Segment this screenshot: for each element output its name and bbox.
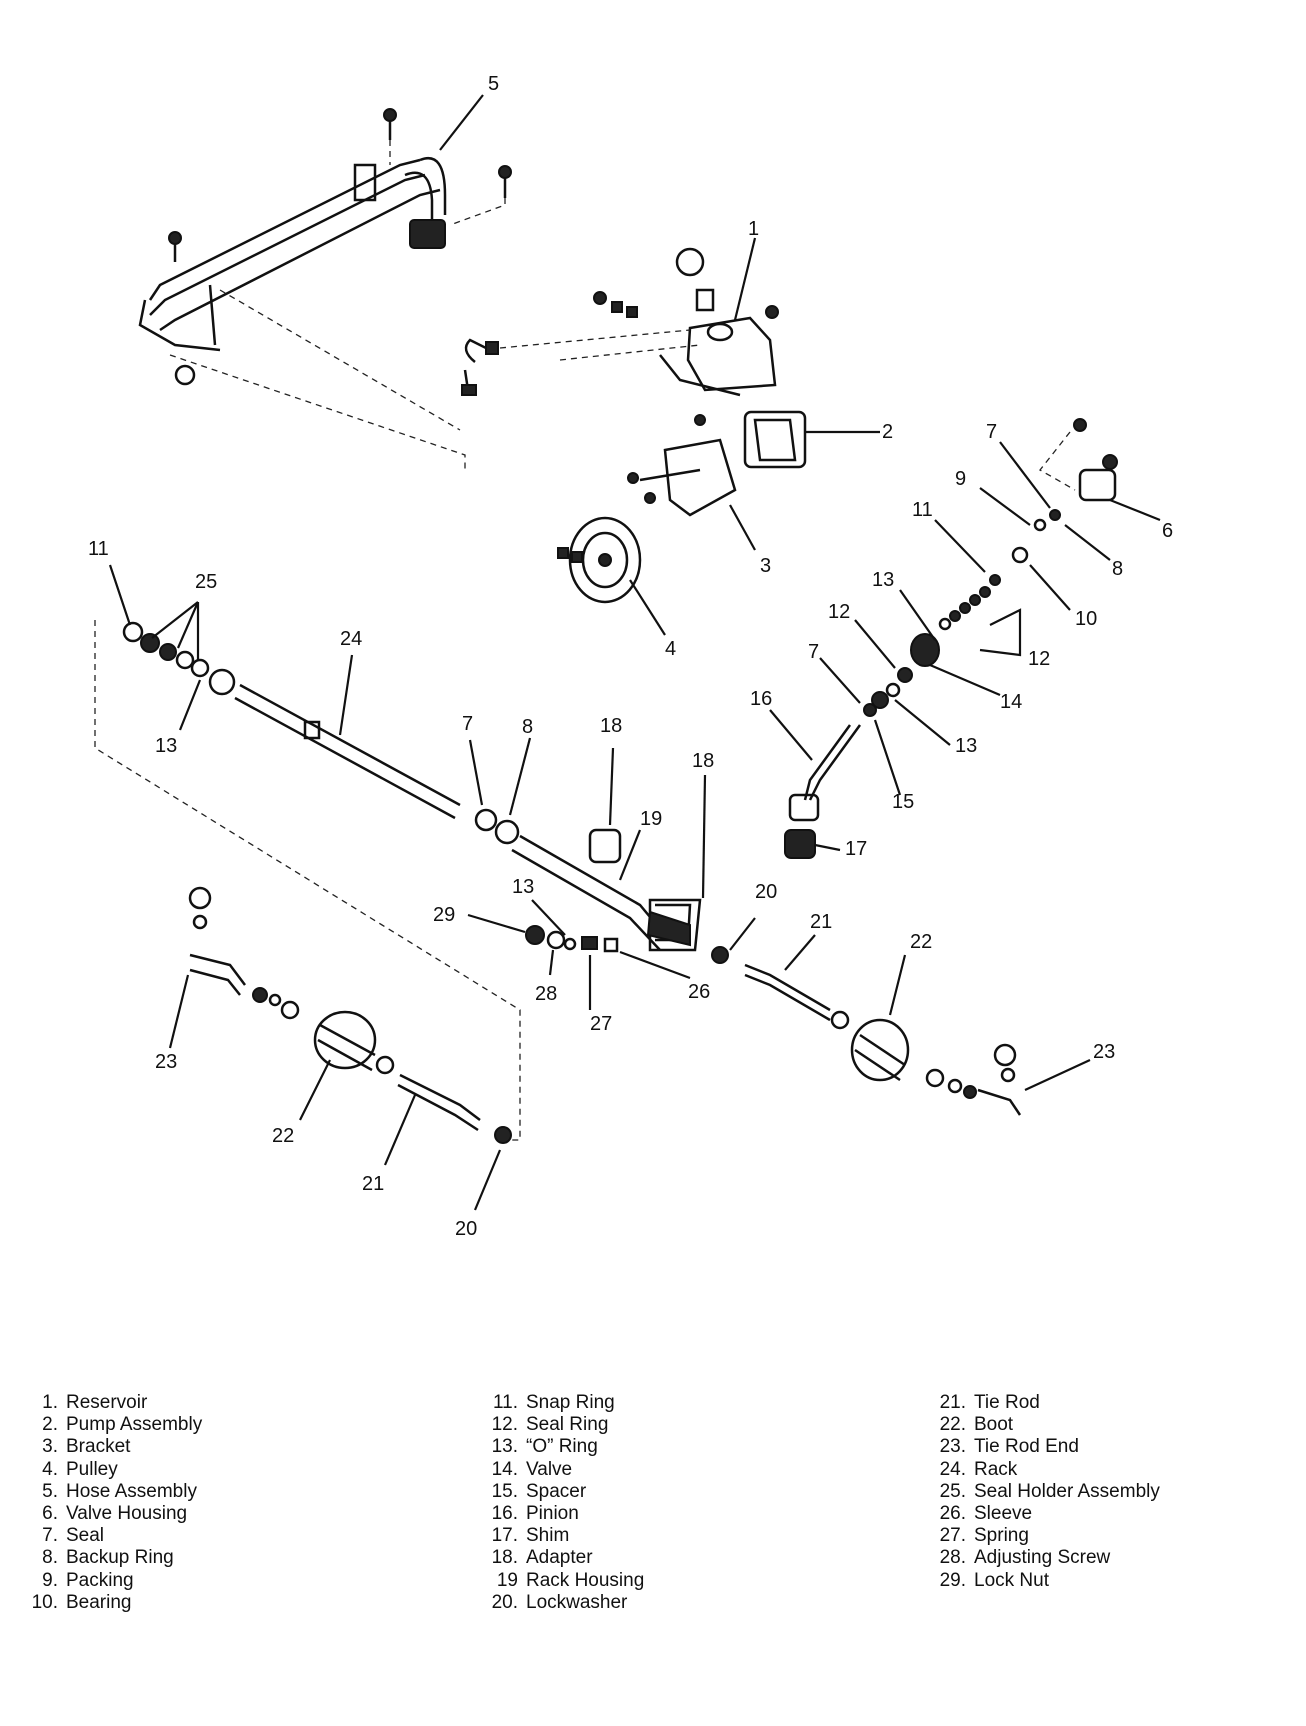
legend-item: 9.Packing — [42, 1569, 134, 1591]
legend-item: 4.Pulley — [42, 1458, 118, 1480]
legend-item: 2.Pump Assembly — [42, 1414, 203, 1436]
callout-22: 22 — [910, 931, 932, 953]
callout-12: 12 — [828, 601, 850, 623]
callout-13: 13 — [512, 876, 534, 898]
callout-7: 7 — [986, 421, 997, 443]
legend-item: 6.Valve Housing — [42, 1503, 188, 1525]
callout-27: 27 — [590, 1013, 612, 1035]
callout-9: 9 — [955, 468, 966, 490]
callout-7: 7 — [808, 641, 819, 663]
pump-and-reservoir-drawing — [461, 247, 807, 604]
legend-item: 15.Spacer — [491, 1480, 587, 1502]
callout-23: 23 — [1093, 1041, 1115, 1063]
rack-and-tie-rod-drawing — [94, 620, 1022, 1144]
callout-11: 11 — [912, 499, 933, 521]
callout-8: 8 — [1112, 558, 1123, 580]
callout-24: 24 — [340, 628, 362, 650]
legend-item: 14.Valve — [491, 1458, 573, 1480]
callout-3: 3 — [760, 555, 771, 577]
callout-28: 28 — [535, 983, 557, 1005]
parts-legend: 1.Reservoir 2.Pump Assembly 3.Bracket 4.… — [0, 1392, 1306, 1642]
hose-assembly-drawing — [138, 108, 512, 470]
callout-4: 4 — [665, 638, 676, 660]
legend-item: 13.“O” Ring — [491, 1436, 598, 1458]
callout-2: 2 — [882, 421, 893, 443]
legend-column-2: 11.Snap Ring 12.Seal Ring 13.“O” Ring 14… — [480, 1392, 645, 1614]
legend-item: 29.Lock Nut — [939, 1569, 1049, 1591]
callout-15: 15 — [892, 791, 914, 813]
legend-item: 27.Spring — [939, 1525, 1029, 1547]
callout-10: 10 — [1075, 608, 1097, 630]
legend-item: 11.Snap Ring — [492, 1392, 615, 1413]
callout-6: 6 — [1162, 520, 1173, 542]
legend-item: 23.Tie Rod End — [939, 1436, 1079, 1458]
legend-item: 17.Shim — [491, 1525, 570, 1547]
legend-item: 21.Tie Rod — [939, 1392, 1040, 1413]
callout-25: 25 — [195, 571, 217, 593]
callout-7: 7 — [462, 713, 473, 735]
callout-5: 5 — [488, 73, 499, 95]
callout-numbers: 5 1 2 3 4 6 7 8 9 10 11 12 12 13 13 14 7… — [88, 73, 1173, 1240]
legend-item: 10.Bearing — [31, 1591, 132, 1613]
leader-lines — [108, 94, 1161, 1211]
callout-13: 13 — [872, 569, 894, 591]
legend-item: 25.Seal Holder Assembly — [939, 1480, 1160, 1502]
callout-14: 14 — [1000, 691, 1022, 713]
legend-item: 16.Pinion — [491, 1503, 579, 1525]
callout-18: 18 — [692, 750, 714, 772]
legend-column-1: 1.Reservoir 2.Pump Assembly 3.Bracket 4.… — [20, 1392, 203, 1614]
exploded-view-diagram: 5 1 2 3 4 6 7 8 9 10 11 12 12 13 13 14 7… — [88, 73, 1173, 1240]
callout-12: 12 — [1028, 648, 1050, 670]
legend-item: 7.Seal — [42, 1525, 105, 1547]
callout-18: 18 — [600, 715, 622, 737]
legend-item: 5.Hose Assembly — [42, 1480, 197, 1502]
callout-8: 8 — [522, 716, 533, 738]
valve-stack-drawing — [784, 418, 1118, 859]
legend-item: 1.Reservoir — [42, 1392, 148, 1413]
callout-21: 21 — [362, 1173, 384, 1195]
legend-item: 18.Adapter — [491, 1547, 593, 1569]
legend-item: 20.Lockwasher — [491, 1591, 628, 1613]
legend-item: 24.Rack — [939, 1458, 1018, 1480]
callout-20: 20 — [755, 881, 777, 903]
legend-item: 12.Seal Ring — [491, 1414, 609, 1436]
callout-1: 1 — [748, 218, 759, 240]
callout-29: 29 — [433, 904, 455, 926]
callout-13: 13 — [155, 735, 177, 757]
legend-item: 28.Adjusting Screw — [939, 1547, 1111, 1569]
callout-17: 17 — [845, 838, 867, 860]
callout-20: 20 — [455, 1218, 477, 1240]
callout-22: 22 — [272, 1125, 294, 1147]
callout-21: 21 — [810, 911, 832, 933]
legend-item: 26.Sleeve — [939, 1503, 1033, 1525]
callout-11: 11 — [88, 538, 109, 560]
legend-item: 3.Bracket — [42, 1436, 131, 1458]
legend-item: 22.Boot — [939, 1414, 1014, 1436]
callout-26: 26 — [688, 981, 710, 1003]
callout-13: 13 — [955, 735, 977, 757]
callout-16: 16 — [750, 688, 772, 710]
legend-column-3: 21.Tie Rod 22.Boot 23.Tie Rod End 24.Rac… — [928, 1392, 1160, 1592]
callout-23: 23 — [155, 1051, 177, 1073]
callout-19: 19 — [640, 808, 662, 830]
legend-item: 8.Backup Ring — [42, 1547, 174, 1569]
